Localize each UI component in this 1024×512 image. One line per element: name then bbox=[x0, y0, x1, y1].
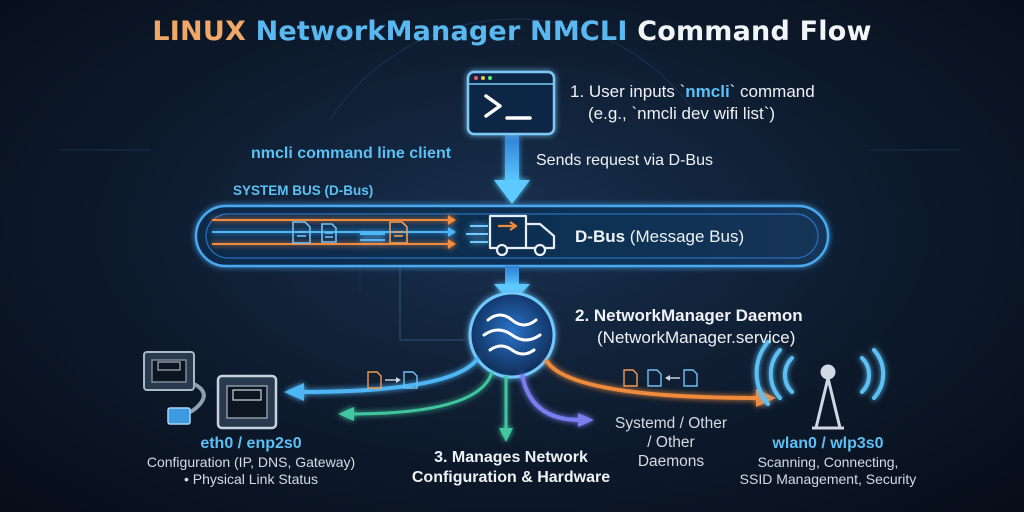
step3-line1: 3. Manages Network bbox=[434, 449, 588, 466]
terminal-icon bbox=[466, 70, 556, 136]
systemd-line3: Daemons bbox=[637, 453, 705, 470]
page-title: LINUX NetworkManager NMCLI Command Flow bbox=[0, 16, 1024, 47]
step2-text: 2. NetworkManager Daemon (NetworkManager… bbox=[575, 306, 803, 348]
delivery-van-icon bbox=[488, 214, 556, 257]
ethernet-name: eth0 / enp2s0 bbox=[200, 435, 302, 452]
wifi-line2: SSID Management, Security bbox=[739, 471, 917, 487]
wifi-name: wlan0 / wlp3s0 bbox=[772, 435, 884, 452]
step1-line1: 1. User inputs `nmcli` command bbox=[570, 82, 815, 102]
systemd-line2: / Other bbox=[647, 434, 695, 451]
ethernet-text: eth0 / enp2s0 Configuration (IP, DNS, Ga… bbox=[120, 434, 382, 488]
ethernet-line2: • Physical Link Status bbox=[183, 471, 319, 487]
document-icon bbox=[623, 369, 638, 387]
dbus-label: D-Bus (Message Bus) bbox=[575, 227, 744, 247]
title-part-linux: LINUX bbox=[152, 16, 246, 47]
step2-line2: (NetworkManager.service) bbox=[597, 328, 796, 347]
flow-to-config bbox=[499, 376, 513, 442]
step2-line1: 2. NetworkManager Daemon bbox=[575, 306, 803, 325]
bus-flow-lines bbox=[212, 215, 488, 249]
decorative-lines bbox=[60, 18, 960, 341]
title-part-flow: Command Flow bbox=[637, 16, 872, 47]
networkmanager-wave-icon bbox=[468, 291, 556, 379]
systemd-line1: Systemd / Other bbox=[615, 415, 727, 432]
step3-line2: Configuration & Hardware bbox=[411, 469, 611, 486]
client-label: nmcli command line client bbox=[251, 145, 452, 162]
document-icon bbox=[389, 221, 408, 244]
arrow-terminal-to-bus bbox=[494, 135, 530, 204]
step1-suffix: ` command bbox=[729, 82, 815, 101]
systemd-text: Systemd / Other / Other Daemons bbox=[596, 414, 746, 471]
step1-line2: (e.g., `nmcli dev wifi list`) bbox=[588, 104, 776, 123]
ethernet-line1: Configuration (IP, DNS, Gateway) bbox=[146, 454, 356, 470]
sends-label: Sends request via D-Bus bbox=[536, 152, 713, 169]
system-bus-label: SYSTEM BUS (D-Bus) bbox=[233, 183, 374, 198]
document-icon bbox=[292, 221, 337, 244]
document-icon bbox=[647, 369, 698, 387]
document-icon bbox=[403, 371, 418, 389]
step1-command: nmcli bbox=[685, 82, 730, 101]
step1-text: 1. User inputs `nmcli` command (e.g., `n… bbox=[570, 82, 815, 124]
step3-text: 3. Manages Network Configuration & Hardw… bbox=[380, 448, 642, 488]
wifi-text: wlan0 / wlp3s0 Scanning, Connecting, SSI… bbox=[708, 434, 948, 488]
dbus-label-bold: D-Bus bbox=[575, 227, 626, 246]
wifi-antenna-icon bbox=[754, 340, 886, 406]
flow-to-ethernet bbox=[284, 356, 480, 401]
dbus-label-rest: (Message Bus) bbox=[625, 227, 745, 246]
flow-to-other-left bbox=[338, 371, 494, 421]
step1-prefix: 1. User inputs ` bbox=[570, 82, 686, 101]
wifi-line1: Scanning, Connecting, bbox=[757, 454, 899, 470]
title-part-nmcli: NetworkManager NMCLI bbox=[255, 16, 628, 47]
document-icon bbox=[367, 371, 382, 389]
antenna-tower bbox=[812, 364, 844, 430]
ethernet-port-icon bbox=[143, 351, 278, 430]
flow-to-systemd bbox=[520, 373, 594, 427]
